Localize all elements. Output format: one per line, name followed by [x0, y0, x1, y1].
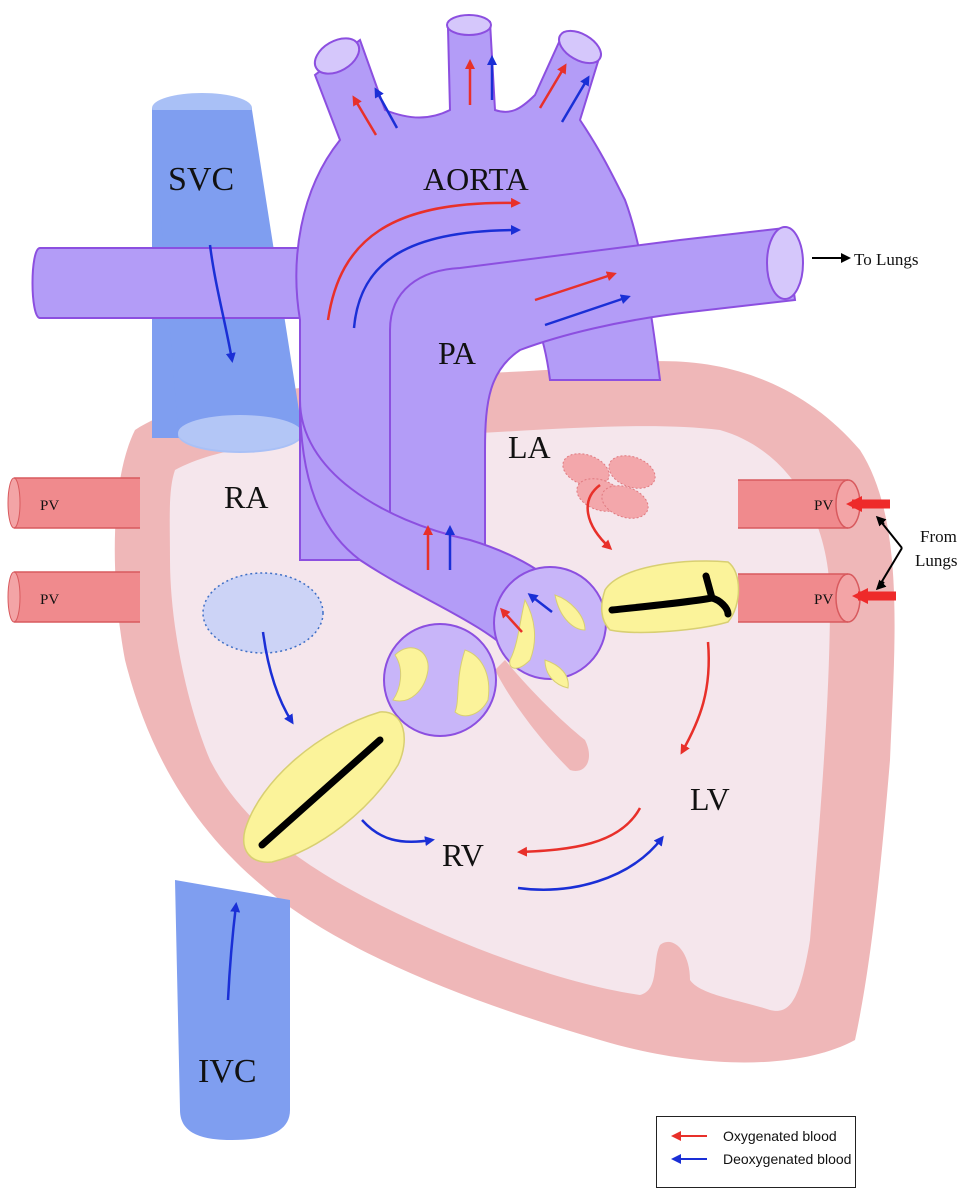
- pulmonary-valve: [384, 624, 496, 736]
- pulmonary-artery-opening: [767, 227, 803, 299]
- label-pv-left-bottom: PV: [40, 592, 59, 608]
- label-pv-right-bottom: PV: [814, 592, 833, 608]
- label-from-lungs-line2: Lungs: [915, 551, 958, 570]
- label-ivc: IVC: [198, 1053, 257, 1090]
- label-to-lungs: To Lungs: [854, 250, 918, 269]
- aorta-branch-2-opening: [447, 15, 491, 35]
- label-ra: RA: [224, 479, 268, 515]
- legend-arrow-blue-icon: [669, 1152, 709, 1166]
- label-rv: RV: [442, 837, 484, 873]
- label-lv: LV: [690, 781, 730, 817]
- label-pv-right-top: PV: [814, 498, 833, 514]
- legend-label-deoxygenated: Deoxygenated blood: [723, 1151, 851, 1167]
- pulmonary-vein-left-bottom: [8, 572, 140, 622]
- legend-label-oxygenated: Oxygenated blood: [723, 1128, 837, 1144]
- fossa-ovalis: [203, 573, 323, 653]
- label-la: LA: [508, 429, 551, 465]
- pulmonary-artery-left-branch: [33, 248, 331, 318]
- legend-item-oxygenated: Oxygenated blood: [669, 1126, 837, 1146]
- label-svc: SVC: [168, 161, 234, 198]
- label-pv-left-top: PV: [40, 498, 59, 514]
- label-aorta: AORTA: [423, 161, 529, 197]
- pulmonary-vein-right-bottom: [738, 574, 860, 622]
- legend-item-deoxygenated: Deoxygenated blood: [669, 1149, 851, 1169]
- label-pa: PA: [438, 335, 476, 371]
- pulmonary-vein-left-top: [8, 478, 140, 528]
- inferior-vena-cava: [175, 880, 290, 1140]
- pulmonary-vein-right-top: [738, 480, 860, 528]
- legend-arrow-red-icon: [669, 1129, 709, 1143]
- legend: Oxygenated blood Deoxygenated blood: [656, 1116, 856, 1188]
- label-from-lungs-line1: From: [920, 527, 957, 546]
